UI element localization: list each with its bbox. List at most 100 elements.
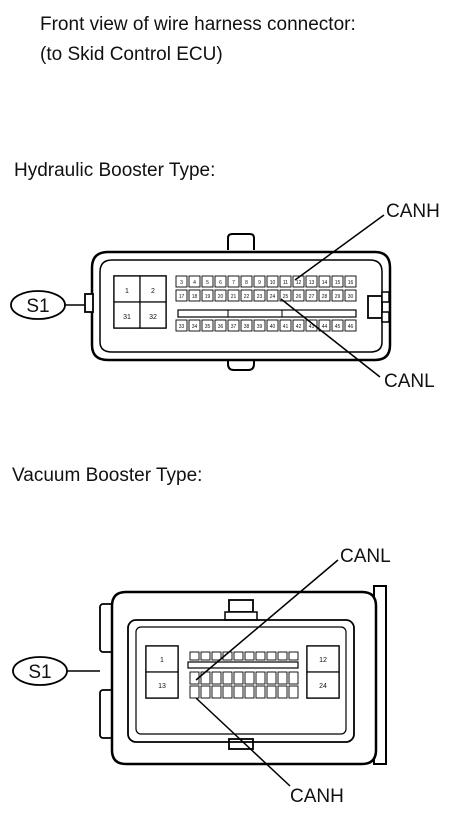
pin-label: 8 [245,280,248,286]
pin-cell [331,319,344,332]
pin-cell [227,275,240,288]
hydraulic-canh-leader [294,214,385,281]
pin-label: 18 [192,294,198,300]
vac-pin-cell [189,651,200,661]
pin-31: 31 [123,314,131,321]
vac-pin-cell [255,685,266,699]
vac-pin-1: 1 [160,657,164,664]
pin-label: 17 [179,294,185,300]
pin-label: 26 [296,294,302,300]
pin-cell [227,289,240,302]
vacuum-canh-leader [195,697,291,787]
vac-pin-cell [233,685,244,699]
vacuum-canh-label: CANH [290,786,344,807]
pin-cell [305,289,318,302]
vac-pin-cell [277,685,288,699]
vacuum-connector-id: S1 [28,662,51,683]
pin-cell [266,319,279,332]
pin-label: 21 [231,294,237,300]
vacuum-canl-leader [195,559,339,681]
pin-label: 24 [270,294,276,300]
pin-cell [331,275,344,288]
pin-2: 2 [151,288,155,295]
pin-cell [201,275,214,288]
pin-label: 36 [218,324,224,330]
pin-cell [292,275,305,288]
pin-label: 20 [218,294,224,300]
pin-label: 27 [309,294,315,300]
vac-pin-cell [222,651,233,661]
pin-cell [214,289,227,302]
pin-label: 43 [309,324,315,330]
pin-cell [318,275,331,288]
pin-label: 41 [283,324,289,330]
pin-label: 3 [180,280,183,286]
header-line-1: Front view of wire harness connector: [40,14,356,35]
vac-pin-cell [211,651,222,661]
pin-cell [240,319,253,332]
pin-cell [344,319,357,332]
hydraulic-canh-label: CANH [386,201,440,222]
pin-cell [240,275,253,288]
pin-cell [253,319,266,332]
pin-label: 37 [231,324,237,330]
pin-label: 9 [258,280,261,286]
pin-label: 28 [322,294,328,300]
pin-cell [175,319,188,332]
pin-cell [292,319,305,332]
header-line-2: (to Skid Control ECU) [40,44,223,65]
pin-cell [292,289,305,302]
pin-label: 25 [283,294,289,300]
pin-label: 5 [206,280,209,286]
vac-pin-cell [266,671,277,685]
pin-label: 19 [205,294,211,300]
pin-cell [253,289,266,302]
pin-cell [227,319,240,332]
vac-pin-cell [288,651,299,661]
pin-label: 45 [335,324,341,330]
pin-cell [175,275,188,288]
vac-pin-cell [211,671,222,685]
pin-cell [201,319,214,332]
pin-cell [318,319,331,332]
pin-cell [188,275,201,288]
pin-label: 23 [257,294,263,300]
vac-pin-cell [233,671,244,685]
pin-label: 7 [232,280,235,286]
pin-cell [344,275,357,288]
hydraulic-title: Hydraulic Booster Type: [14,160,215,181]
vac-pin-cell [288,671,299,685]
vac-pin-cell [211,685,222,699]
pin-cell [175,289,188,302]
pin-label: 35 [205,324,211,330]
pin-label: 14 [322,280,328,286]
vac-pin-cell [200,651,211,661]
pin-cell [240,289,253,302]
pin-cell [305,275,318,288]
pin-label: 34 [192,324,198,330]
hydraulic-canl-label: CANL [384,371,435,392]
pin-label: 46 [348,324,354,330]
vacuum-title: Vacuum Booster Type: [12,465,202,486]
pin-label: 40 [270,324,276,330]
pin-label: 38 [244,324,250,330]
pin-cell [214,319,227,332]
pin-label: 29 [335,294,341,300]
pin-label: 15 [335,280,341,286]
vac-pin-cell [277,671,288,685]
vac-pin-cell [222,671,233,685]
vac-pin-cell [233,651,244,661]
pin-label: 22 [244,294,250,300]
pin-cell [305,319,318,332]
pin-cell [253,275,266,288]
vac-pin-12: 12 [319,657,327,664]
pin-label: 12 [296,280,302,286]
pin-1: 1 [125,288,129,295]
pin-label: 4 [193,280,196,286]
hydraulic-connector-id: S1 [26,296,49,317]
vac-pin-cell [244,671,255,685]
vac-pin-cell [255,651,266,661]
pin-label: 11 [283,280,288,286]
pin-cell [266,289,279,302]
